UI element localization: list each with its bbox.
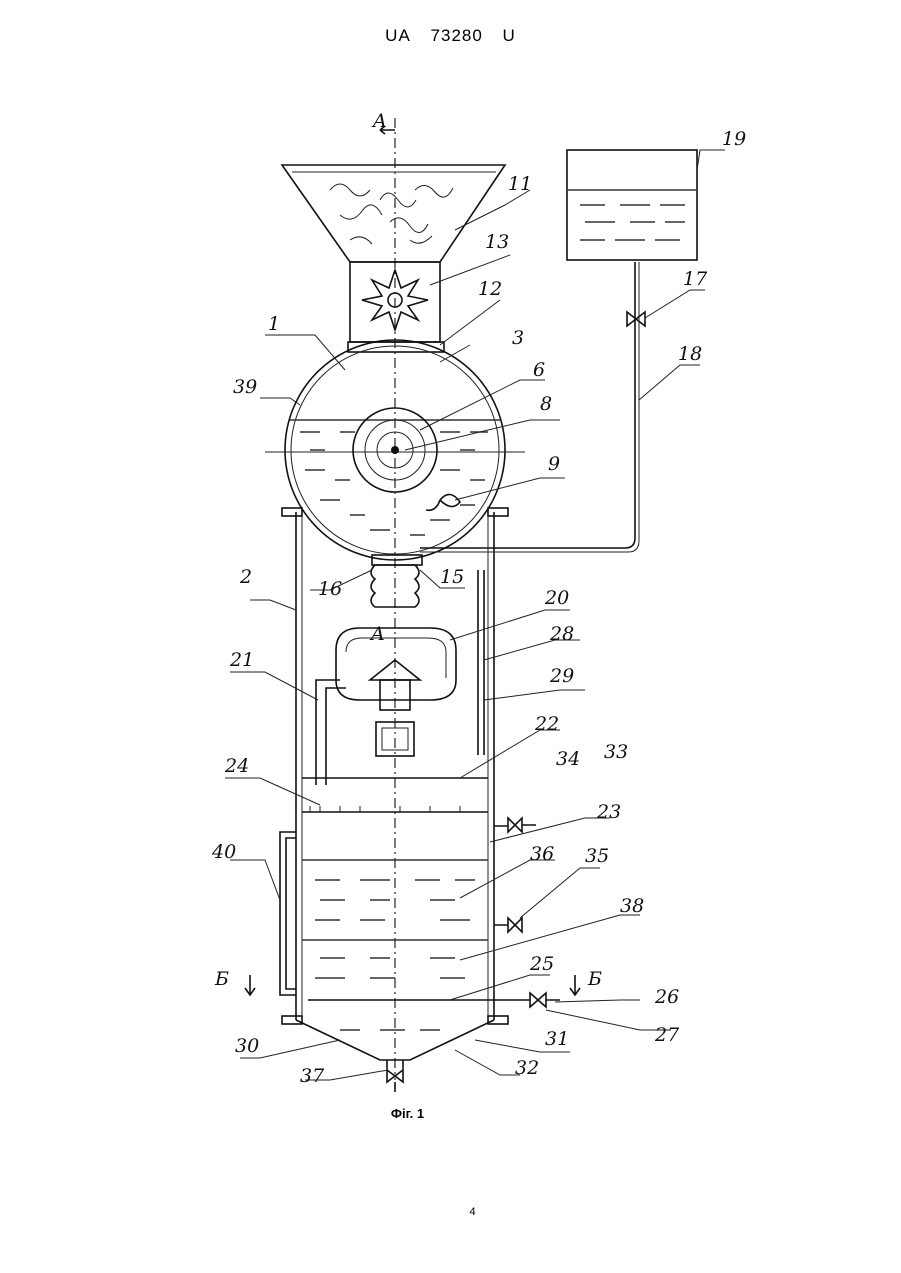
label-27: 27	[654, 1024, 680, 1046]
hopper	[282, 165, 505, 262]
label-2: 2	[239, 566, 252, 588]
label-37: 37	[300, 1065, 325, 1087]
label-38: 38	[620, 895, 644, 917]
label-24: 24	[224, 755, 249, 777]
label-19: 19	[722, 128, 746, 150]
label-9: 9	[548, 453, 560, 475]
supply-pipe-inner	[420, 262, 639, 552]
label-23: 23	[596, 801, 621, 823]
label-1: 1	[268, 313, 280, 335]
label-8: 8	[540, 393, 552, 415]
label-section-a-top: A	[371, 110, 387, 132]
figure-caption: Фіг. 1	[0, 1106, 815, 1121]
label-40: 40	[211, 841, 236, 863]
label-25: 25	[529, 953, 554, 975]
label-28: 28	[549, 623, 574, 645]
label-21: 21	[229, 649, 254, 671]
flange-left-top	[282, 508, 302, 516]
label-36: 36	[530, 843, 554, 865]
valve-33-34	[494, 818, 536, 832]
label-22: 22	[534, 713, 559, 735]
label-12: 12	[478, 278, 502, 300]
flange-left-bottom	[282, 1016, 302, 1024]
plate-perforations	[310, 806, 460, 812]
supply-pipe	[420, 262, 635, 548]
bypass-pipe-40	[280, 832, 296, 995]
label-13: 13	[485, 231, 509, 253]
label-16: 16	[318, 578, 342, 600]
label-6: 6	[533, 359, 545, 381]
label-17: 17	[683, 268, 708, 290]
label-26: 26	[654, 986, 679, 1008]
flange-right-top	[488, 508, 508, 516]
label-39: 39	[233, 376, 257, 398]
label-section-b-right: Б	[587, 968, 602, 990]
label-30: 30	[235, 1035, 259, 1057]
rotor-shaft	[391, 446, 399, 454]
flange-right-bottom	[488, 1016, 508, 1024]
label-31: 31	[545, 1028, 569, 1050]
label-20: 20	[544, 587, 569, 609]
label-11: 11	[508, 173, 532, 195]
tank-liquid-hatch	[580, 205, 685, 240]
label-34: 34	[556, 748, 580, 770]
label-section-b-left: Б	[214, 968, 229, 990]
label-32: 32	[515, 1057, 539, 1079]
separator-inner	[346, 638, 446, 678]
valve-26	[530, 993, 560, 1007]
section-b-arrow-right	[570, 975, 580, 995]
section-b-arrow-left	[245, 975, 255, 995]
outlet-pipe-21	[316, 680, 346, 785]
mixer-impeller	[426, 494, 460, 510]
flange	[348, 342, 444, 352]
raw-material	[330, 184, 453, 244]
valve-35	[494, 918, 522, 932]
label-18: 18	[678, 343, 702, 365]
label-33: 33	[604, 741, 628, 763]
valve-17	[627, 312, 645, 326]
label-35: 35	[585, 845, 609, 867]
page-number: 4	[0, 1206, 901, 1218]
label-29: 29	[549, 665, 574, 687]
label-15: 15	[440, 566, 464, 588]
tube-28	[478, 570, 484, 755]
label-3: 3	[512, 327, 524, 349]
label-section-a-mid: A	[369, 623, 385, 645]
